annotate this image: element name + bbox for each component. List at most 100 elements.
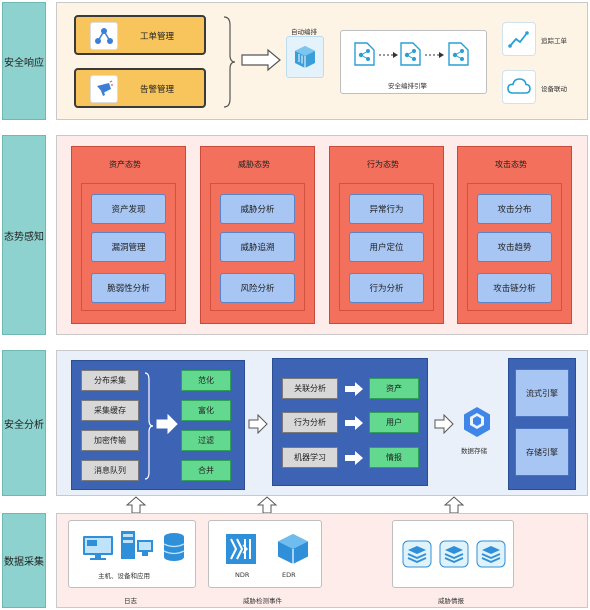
threat-analysis-label: 威胁分析: [240, 205, 275, 215]
hosts-label: 主机、设备和应用: [98, 572, 150, 580]
engine-dashed-arrow-1: [379, 52, 398, 58]
behavior-analysis-engine-label: 行为分析: [294, 418, 326, 427]
monitor-icon: [82, 535, 114, 561]
row-label-perception-text: 态势感知: [4, 231, 44, 243]
normalize-label: 范化: [198, 376, 214, 385]
correlation-analysis-button[interactable]: 关联分析: [282, 378, 338, 399]
row-label-response-text: 安全响应: [4, 57, 44, 69]
engine-label: 安全编排引擎: [388, 82, 427, 90]
result-user-button[interactable]: 用户: [369, 412, 419, 433]
merge-button[interactable]: 合并: [181, 460, 231, 481]
storage-engine-button[interactable]: 存储引擎: [515, 428, 569, 476]
behavior-analysis-button[interactable]: 行为分析: [349, 273, 424, 303]
result-asset-button[interactable]: 资产: [369, 378, 419, 399]
arrow-to-orchestration: [241, 48, 281, 72]
column-title-behavior: 行为态势: [367, 160, 399, 169]
column-title-threat: 威胁态势: [238, 160, 270, 169]
row-label-collection-text: 数据采集: [4, 557, 44, 568]
engine-flow-icon-1: [352, 40, 378, 68]
ndr-icon: [225, 533, 257, 565]
cube-icon: [286, 36, 324, 78]
behavior-arrow: [345, 416, 363, 430]
result-asset-label: 资产: [386, 384, 402, 393]
row-label-analysis: 安全分析: [2, 350, 46, 496]
asset-discovery-label: 资产发现: [111, 205, 146, 215]
column-title-asset: 资产态势: [109, 160, 141, 169]
collect-arrow: [156, 414, 178, 434]
storage-engine-label: 存储引擎: [526, 447, 558, 457]
distributed-collect-button[interactable]: 分布采集: [81, 370, 139, 391]
distributed-collect-label: 分布采集: [94, 376, 126, 385]
encrypted-transfer-button[interactable]: 加密传输: [81, 430, 139, 451]
log-label: 日志: [124, 597, 137, 605]
threat-trace-button[interactable]: 威胁追溯: [220, 232, 295, 262]
collect-cache-button[interactable]: 采集缓存: [81, 400, 139, 421]
brace-connector: [223, 16, 236, 108]
threat-events-label: 威胁检测事件: [243, 597, 282, 605]
collect-brace: [144, 372, 154, 480]
tracking-work-label: 追踪工单: [541, 37, 567, 45]
engine-dashed-arrow-2: [425, 52, 444, 58]
merge-label: 合并: [198, 466, 214, 475]
vulnerability-management-label: 漏洞管理: [111, 243, 146, 253]
collect-cache-label: 采集缓存: [94, 406, 126, 415]
normalize-button[interactable]: 范化: [181, 370, 231, 391]
engine-flow-icon-2: [398, 40, 424, 68]
attack-distribution-label: 攻击分布: [497, 205, 532, 215]
edr-label: EDR: [282, 571, 296, 579]
filter-button[interactable]: 过滤: [181, 430, 231, 451]
up-arrow-intel: [444, 496, 464, 514]
alarm-button[interactable]: 告警管理: [74, 68, 206, 108]
up-arrow-events: [257, 496, 277, 514]
row-label-response: 安全响应: [2, 2, 46, 120]
data-storage-label: 数据存储: [461, 447, 487, 455]
learning-arrow: [345, 451, 363, 465]
behavior-analysis-engine-button[interactable]: 行为分析: [282, 412, 338, 433]
vulnerability-management-button[interactable]: 漏洞管理: [91, 232, 166, 262]
message-queue-button[interactable]: 消息队列: [81, 460, 139, 481]
engine-flow-icon-3: [446, 40, 472, 68]
weakness-analysis-button[interactable]: 脆弱性分析: [91, 273, 166, 303]
device-linkage-label: 设备联动: [541, 85, 567, 93]
data-storage-icon: [460, 405, 494, 439]
alarm-icon: [90, 75, 118, 103]
weakness-analysis-label: 脆弱性分析: [107, 284, 150, 294]
attack-distribution-button[interactable]: 攻击分布: [477, 194, 552, 224]
arrow-to-storage: [434, 414, 454, 434]
column-title-attack: 攻击态势: [495, 160, 527, 169]
attack-trend-button[interactable]: 攻击趋势: [477, 232, 552, 262]
database-icon: [162, 532, 186, 562]
machine-learning-button[interactable]: 机器学习: [282, 447, 338, 468]
encrypted-transfer-label: 加密传输: [94, 436, 126, 445]
row-label-analysis-text: 安全分析: [4, 419, 44, 431]
behavior-analysis-label: 行为分析: [369, 284, 404, 294]
intel-stack-icon-2: [439, 540, 469, 568]
correlation-analysis-label: 关联分析: [294, 384, 326, 393]
row-label-perception: 态势感知: [2, 135, 46, 335]
up-arrow-log: [126, 496, 146, 514]
work-order-label: 工单管理: [140, 32, 175, 42]
work-order-button[interactable]: 工单管理: [74, 15, 206, 55]
user-locate-label: 用户定位: [369, 243, 404, 253]
intel-stack-icon-1: [402, 540, 432, 568]
edr-icon: [276, 532, 310, 566]
stream-engine-button[interactable]: 流式引擎: [515, 369, 569, 417]
abnormal-behavior-button[interactable]: 异常行为: [349, 194, 424, 224]
threat-trace-label: 威胁追溯: [240, 243, 275, 253]
attack-chain-label: 攻击链分析: [493, 284, 536, 294]
machine-learning-label: 机器学习: [294, 453, 326, 462]
attack-chain-button[interactable]: 攻击链分析: [477, 273, 552, 303]
enrich-button[interactable]: 富化: [181, 400, 231, 421]
result-intel-button[interactable]: 情报: [369, 447, 419, 468]
user-locate-button[interactable]: 用户定位: [349, 232, 424, 262]
tracking-chart-icon: [502, 22, 536, 56]
auto-orchestration-label: 自动编排: [291, 28, 317, 36]
asset-discovery-button[interactable]: 资产发现: [91, 194, 166, 224]
message-queue-label: 消息队列: [94, 466, 126, 475]
correlation-arrow: [345, 382, 363, 396]
intel-stack-icon-3: [476, 540, 506, 568]
threat-analysis-button[interactable]: 威胁分析: [220, 194, 295, 224]
filter-label: 过滤: [198, 436, 214, 445]
enrich-label: 富化: [198, 406, 214, 415]
risk-analysis-button[interactable]: 风险分析: [220, 273, 295, 303]
